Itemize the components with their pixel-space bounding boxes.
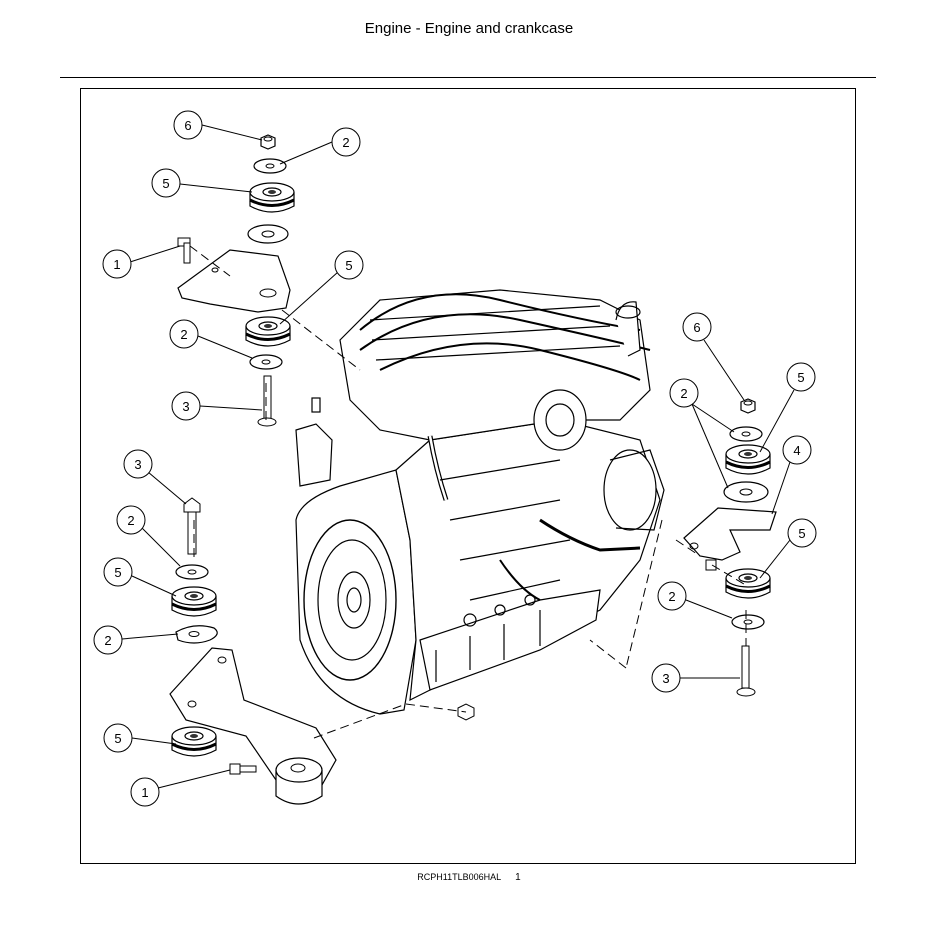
svg-text:3: 3	[182, 399, 189, 414]
svg-text:5: 5	[345, 258, 352, 273]
right-bracket	[683, 507, 777, 561]
svg-text:2: 2	[180, 327, 187, 342]
right-rubber-mount	[724, 443, 772, 476]
callout-2-right-a: 2	[669, 378, 735, 489]
upper-left-bracket	[177, 249, 291, 313]
lower-left-bracket	[169, 647, 337, 793]
lower-left-main-mount	[275, 757, 323, 805]
svg-text:2: 2	[668, 589, 675, 604]
left-lower-mount-assembly	[169, 497, 337, 805]
lower-left-washer-top	[175, 564, 209, 580]
callout-group: 6 2 5 1 5 2 3	[93, 110, 817, 807]
svg-text:2: 2	[680, 386, 687, 401]
callout-5-upper-left-b: 5	[279, 250, 364, 325]
diagram-frame	[80, 88, 856, 864]
svg-text:3: 3	[662, 671, 669, 686]
upper-left-long-bolt	[257, 375, 277, 427]
callout-5-lower-left-a: 5	[103, 557, 177, 597]
lower-left-short-bolt	[229, 763, 257, 775]
svg-text:2: 2	[342, 135, 349, 150]
right-long-bolt	[736, 645, 756, 697]
svg-text:3: 3	[134, 457, 141, 472]
svg-text:5: 5	[114, 731, 121, 746]
callout-2-upper-left-b: 2	[169, 319, 253, 359]
svg-text:5: 5	[797, 370, 804, 385]
svg-text:6: 6	[693, 320, 700, 335]
callout-5-upper-left-a: 5	[151, 168, 253, 198]
callout-3-upper-left: 3	[171, 391, 263, 421]
callout-5-lower-left-b: 5	[103, 723, 177, 753]
callout-6-upper-left: 6	[173, 110, 263, 141]
callout-3-right: 3	[651, 663, 740, 693]
callout-3-lower-left: 3	[123, 449, 187, 505]
callout-2-lower-left-b: 2	[93, 625, 179, 655]
upper-left-bolt	[177, 237, 191, 264]
figure-number: 1	[515, 872, 521, 883]
lower-left-rubber-mount	[170, 585, 218, 618]
callout-5-right-a: 5	[759, 362, 816, 453]
figure-caption: RCPH11TLB006HAL 1	[0, 872, 938, 883]
upper-left-spacer-washer	[247, 224, 289, 244]
lower-left-spacer	[175, 625, 218, 644]
callout-4-right: 4	[771, 435, 812, 515]
right-lower-washer	[731, 614, 765, 630]
svg-text:6: 6	[184, 118, 191, 133]
callout-6-right: 6	[682, 312, 745, 401]
right-spacer-washer	[723, 481, 769, 503]
callout-2-upper-left-a: 2	[279, 127, 361, 165]
callout-2-right-b: 2	[657, 581, 733, 619]
upper-left-nut	[260, 134, 276, 150]
svg-text:2: 2	[104, 633, 111, 648]
lower-left-long-bolt	[183, 497, 201, 555]
left-upper-mount-assembly	[177, 134, 296, 427]
right-washer	[729, 426, 763, 442]
svg-text:5: 5	[162, 176, 169, 191]
svg-text:5: 5	[114, 565, 121, 580]
upper-left-lower-washer	[249, 354, 283, 370]
svg-text:4: 4	[793, 443, 800, 458]
title-divider	[60, 77, 876, 78]
svg-text:2: 2	[127, 513, 134, 528]
svg-text:1: 1	[141, 785, 148, 800]
page-title: Engine - Engine and crankcase	[364, 20, 574, 37]
lower-left-pad	[170, 725, 218, 758]
svg-text:5: 5	[798, 526, 805, 541]
assembly-dash-lines	[189, 245, 747, 739]
callout-1-upper-left: 1	[102, 245, 181, 279]
upper-left-washer	[253, 158, 287, 174]
engine-illustration	[295, 289, 665, 715]
right-mount-assembly	[683, 398, 777, 697]
right-nut	[740, 398, 756, 414]
svg-text:1: 1	[113, 257, 120, 272]
callout-1-lower-left: 1	[130, 769, 231, 807]
callout-2-lower-left-a: 2	[116, 505, 181, 567]
upper-left-rubber-mount	[248, 181, 296, 214]
figure-reference-code: RCPH11TLB006HAL	[417, 872, 502, 882]
right-short-bolt	[705, 559, 717, 571]
callout-5-right-b: 5	[759, 518, 817, 579]
